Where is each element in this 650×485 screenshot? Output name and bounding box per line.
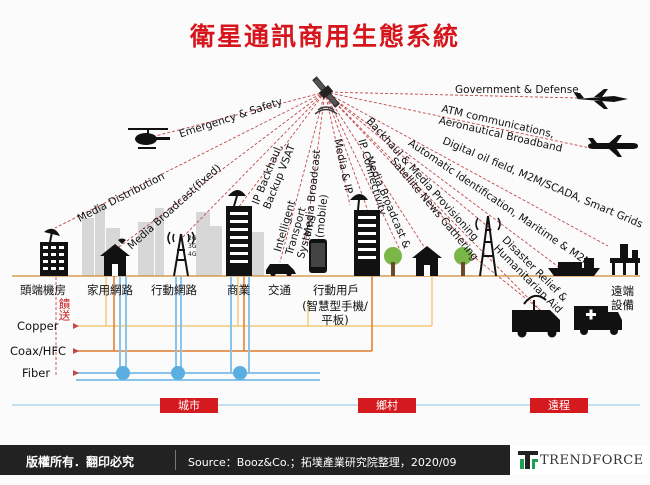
- office-building-icon: [350, 194, 380, 276]
- helicopter-icon: [128, 128, 170, 149]
- zone-remote: 遠程: [530, 398, 588, 413]
- fiber-nodes: [116, 366, 247, 380]
- ship-icon: [548, 258, 600, 276]
- label-headend: 頭端機房: [20, 283, 66, 297]
- label-transport: 交通: [268, 283, 291, 297]
- label-mobile-network: 行動網路: [151, 283, 197, 297]
- label-mobile-user: 行動用戶: [313, 283, 359, 297]
- car-icon: [266, 264, 296, 276]
- label-home-network: 家用網路: [87, 283, 133, 297]
- trendforce-logo-icon: [518, 451, 538, 469]
- brand-name: TRENDFORCE: [540, 453, 644, 468]
- link-government-defense: Government & Defense: [455, 84, 579, 96]
- zone-rural: 鄉村: [358, 398, 416, 413]
- network-4g-label: 4G: [188, 251, 197, 258]
- label-copper: Copper: [17, 319, 59, 333]
- label-remote-equipment: 遠端設備: [611, 284, 634, 312]
- footer-source: Source：Booz&Co.；拓墣產業研究院整理，2020/09: [188, 456, 457, 469]
- tree-icon: [384, 247, 402, 276]
- house-icon: [100, 238, 130, 276]
- news-van-icon: [512, 294, 560, 338]
- label-transmit: 饋送: [57, 298, 72, 321]
- commercial-building-icon: [226, 190, 252, 276]
- zone-city: 城市: [160, 398, 218, 413]
- satellite-icon: [312, 76, 340, 115]
- tree-icon-2: [454, 247, 472, 276]
- network-2g-label: 2G: [188, 235, 197, 242]
- rural-house-icon: [412, 246, 442, 276]
- smartphone-icon: [309, 239, 327, 273]
- footer-rights: 版權所有．翻印必究: [26, 455, 135, 469]
- brand-logo: TRENDFORCE: [510, 445, 650, 475]
- rural-tower-icon: [475, 215, 501, 276]
- footer-divider: [175, 450, 176, 470]
- oil-rig-icon: [610, 244, 640, 275]
- media-arrows: [73, 323, 79, 376]
- airliner-icon: [588, 135, 638, 157]
- fighter-jet-icon: [574, 89, 628, 109]
- label-mobile-user-sub: (智慧型手機/平板): [302, 299, 368, 327]
- network-3g-label: 3G: [188, 243, 197, 250]
- cell-tower-icon: [167, 231, 195, 276]
- label-fiber: Fiber: [22, 366, 51, 380]
- label-coax-hfc: Coax/HFC: [10, 344, 67, 358]
- page-title: 衛星通訊商用生態系統: [189, 22, 460, 51]
- label-commercial: 商業: [227, 283, 250, 297]
- headend-building-icon: [40, 228, 68, 276]
- ambulance-icon: [574, 306, 622, 335]
